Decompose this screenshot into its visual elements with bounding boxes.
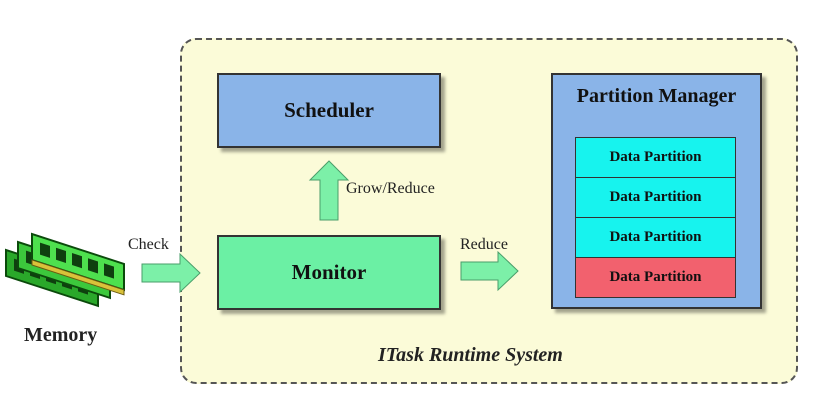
reduce-arrow — [460, 250, 519, 292]
monitor-box: Monitor — [217, 235, 441, 310]
check-arrow — [141, 252, 201, 294]
memory-icon — [5, 232, 125, 308]
data-partition-3: Data Partition — [575, 217, 736, 258]
scheduler-box: Scheduler — [217, 73, 441, 148]
data-partition-2: Data Partition — [575, 177, 736, 218]
check-label: Check — [128, 236, 169, 253]
memory-label: Memory — [24, 324, 98, 346]
runtime-system-label: ITask Runtime System — [378, 344, 563, 366]
reduce-label: Reduce — [460, 236, 508, 253]
data-partition-4: Data Partition — [575, 257, 736, 298]
grow-reduce-label: Grow/Reduce — [346, 180, 435, 197]
data-partition-1: Data Partition — [575, 137, 736, 178]
partition-manager-title: Partition Manager — [576, 85, 737, 107]
grow-reduce-arrow — [308, 160, 350, 221]
